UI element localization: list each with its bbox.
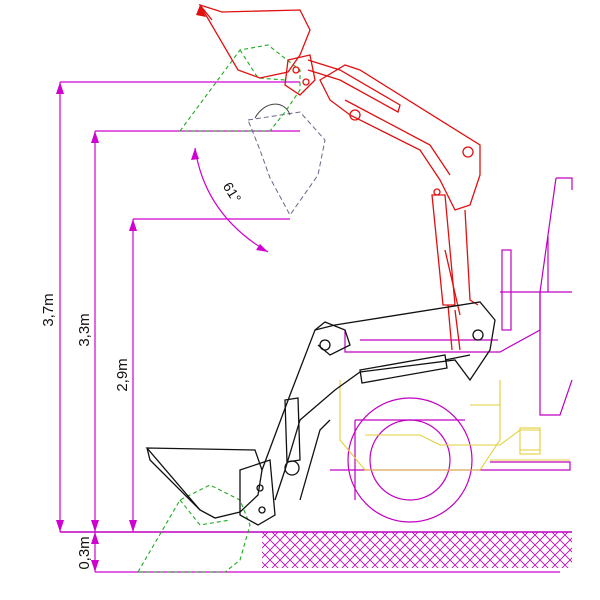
raised-loader [196,3,481,351]
tractor-exhaust [501,249,512,331]
lowered-boom [261,301,496,501]
lowered-cylinder [359,354,448,384]
front-wheel-inner [369,419,451,501]
engine-outline [339,380,501,471]
front-wheel [347,397,473,523]
raised-boom [319,64,481,211]
raised-bucket [198,3,311,79]
tractor-details [339,380,570,471]
dim-label-2-9m: 2,9m [114,358,131,391]
dump-angle-arc [191,147,269,253]
ground [60,531,572,568]
dim-label-0-3m: 0,3m [76,536,93,569]
lowered-bucket [145,447,263,519]
dumping-bucket-ghost [247,103,326,216]
axle-housing [365,429,541,451]
ground-hatch [262,532,572,568]
tractor-hood [344,291,541,353]
dim-label-3-3m: 3,3m [76,313,93,346]
tractor-cab [539,177,573,416]
bucket-dump-position [137,44,301,573]
raised-cylinder [431,194,456,306]
lowered-loader [145,301,496,526]
dimension-lines [56,81,560,573]
dim-label-3-7m: 3,7m [40,293,57,326]
angle-label: 61° [220,179,245,205]
